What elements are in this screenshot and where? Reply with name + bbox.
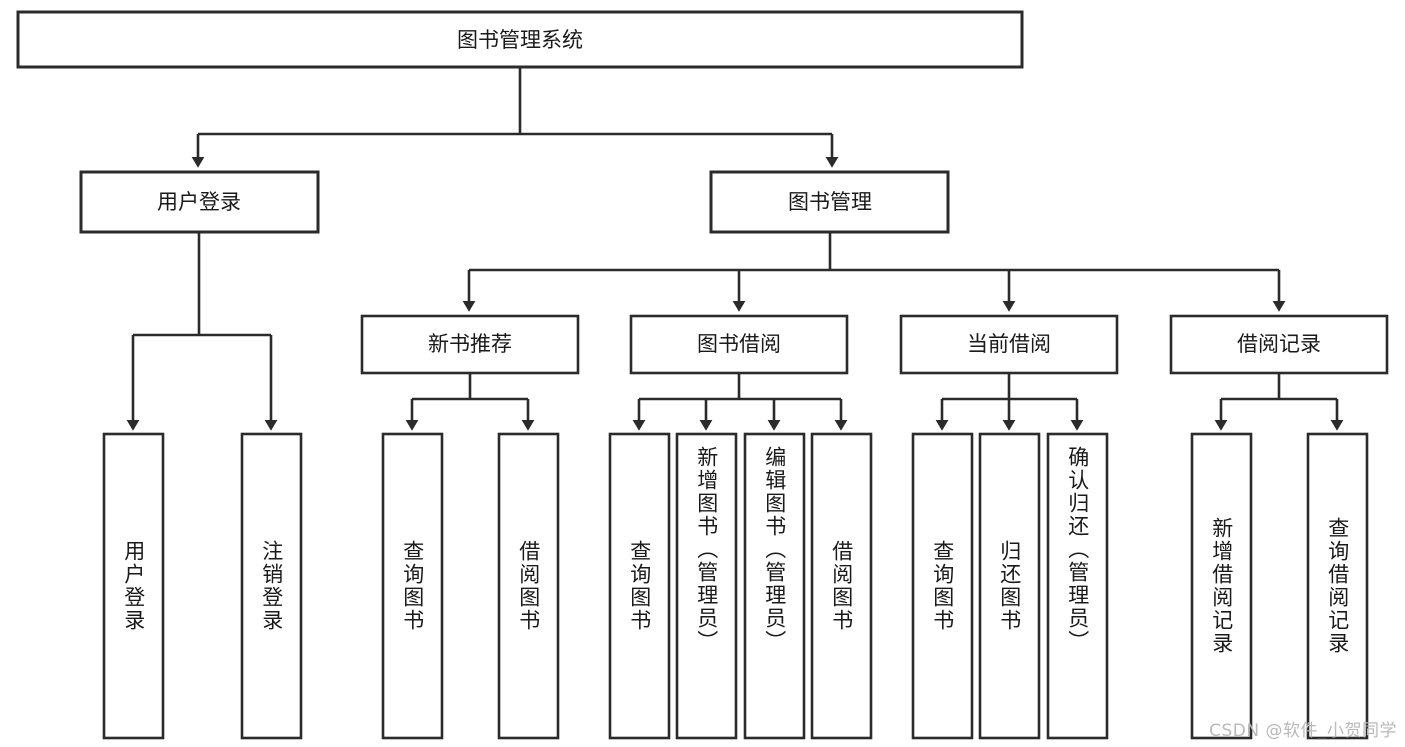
connectors-currentborrow-to-leaves <box>935 373 1084 431</box>
leaf-return-book-box[interactable] <box>978 432 1041 740</box>
node-new-book-recommend[interactable]: 新书推荐 <box>360 314 580 375</box>
node-book-manage-box[interactable] <box>709 170 950 234</box>
node-new-book-recommend-label: 新书推荐 <box>428 332 512 356</box>
node-book-manage-label: 图书管理 <box>788 190 872 214</box>
node-new-book-recommend-box[interactable] <box>360 314 580 375</box>
node-user-login-box[interactable] <box>79 170 320 234</box>
leaf-query-book-1-box[interactable] <box>381 432 444 740</box>
leaf-confirm-return-box[interactable] <box>1046 432 1109 740</box>
leaf-user-login-box[interactable] <box>102 432 165 740</box>
leaf-query-book-3-box[interactable] <box>911 432 974 740</box>
leaf-boxes <box>102 432 1369 740</box>
node-current-borrow[interactable]: 当前借阅 <box>899 314 1119 375</box>
node-borrow-record-box[interactable] <box>1169 314 1389 375</box>
node-book-borrow[interactable]: 图书借阅 <box>629 314 849 375</box>
node-root[interactable]: 图书管理系统 <box>16 10 1024 69</box>
connectors-userlogin-to-leaves <box>126 232 278 431</box>
node-root-box[interactable] <box>16 10 1024 69</box>
node-borrow-record[interactable]: 借阅记录 <box>1169 314 1389 375</box>
node-current-borrow-box[interactable] <box>899 314 1119 375</box>
connectors-borrowrecord-to-leaves <box>1214 373 1344 431</box>
leaf-add-book-box[interactable] <box>675 432 738 740</box>
node-book-manage[interactable]: 图书管理 <box>709 170 950 234</box>
leaf-user-logout-box[interactable] <box>240 432 303 740</box>
leaf-add-record-box[interactable] <box>1190 432 1253 740</box>
leaf-edit-book-box[interactable] <box>743 432 806 740</box>
connectors-bookmanage-to-level3 <box>462 232 1286 312</box>
node-root-label: 图书管理系统 <box>457 28 583 52</box>
leaf-query-record-box[interactable] <box>1306 432 1369 740</box>
node-user-login[interactable]: 用户登录 <box>79 170 320 234</box>
node-book-borrow-label: 图书借阅 <box>697 332 781 356</box>
node-current-borrow-label: 当前借阅 <box>967 332 1051 356</box>
node-user-login-label: 用户登录 <box>157 190 241 214</box>
leaf-borrow-book-2-box[interactable] <box>810 432 873 740</box>
leaf-query-book-2-box[interactable] <box>608 432 671 740</box>
connectors-bookborrow-to-leaves <box>632 373 848 431</box>
node-borrow-record-label: 借阅记录 <box>1237 332 1321 356</box>
csdn-watermark: CSDN @软件_小贺同学 <box>1209 721 1397 741</box>
connectors-root-to-level2 <box>191 67 839 168</box>
connectors-newbook-to-leaves <box>405 373 535 431</box>
node-book-borrow-box[interactable] <box>629 314 849 375</box>
leaf-borrow-book-1-box[interactable] <box>497 432 560 740</box>
